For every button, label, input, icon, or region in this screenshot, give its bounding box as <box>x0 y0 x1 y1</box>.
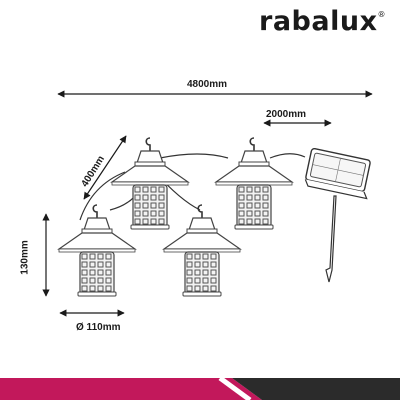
label-total-length: 4800mm <box>187 79 228 90</box>
cable <box>79 153 306 221</box>
lamp-bottom-left <box>58 204 136 297</box>
footer-stripe-dark <box>232 378 400 400</box>
lamp-top-right <box>215 137 293 230</box>
ground-stake <box>325 195 337 283</box>
solar-panel <box>304 147 371 200</box>
label-lamp-diameter: Ø 110mm <box>76 322 121 333</box>
brand-logo: rabalux® <box>259 6 386 37</box>
dimension-line-400 <box>83 135 127 200</box>
label-cable-to-panel: 2000mm <box>266 109 307 120</box>
registered-mark: ® <box>377 10 386 19</box>
footer-stripe-magenta <box>0 378 262 400</box>
label-lamp-height: 130mm <box>19 240 31 275</box>
lamp-top-left <box>111 137 189 230</box>
lamp-bottom-right <box>163 204 241 297</box>
brand-name: rabalux <box>259 6 378 37</box>
